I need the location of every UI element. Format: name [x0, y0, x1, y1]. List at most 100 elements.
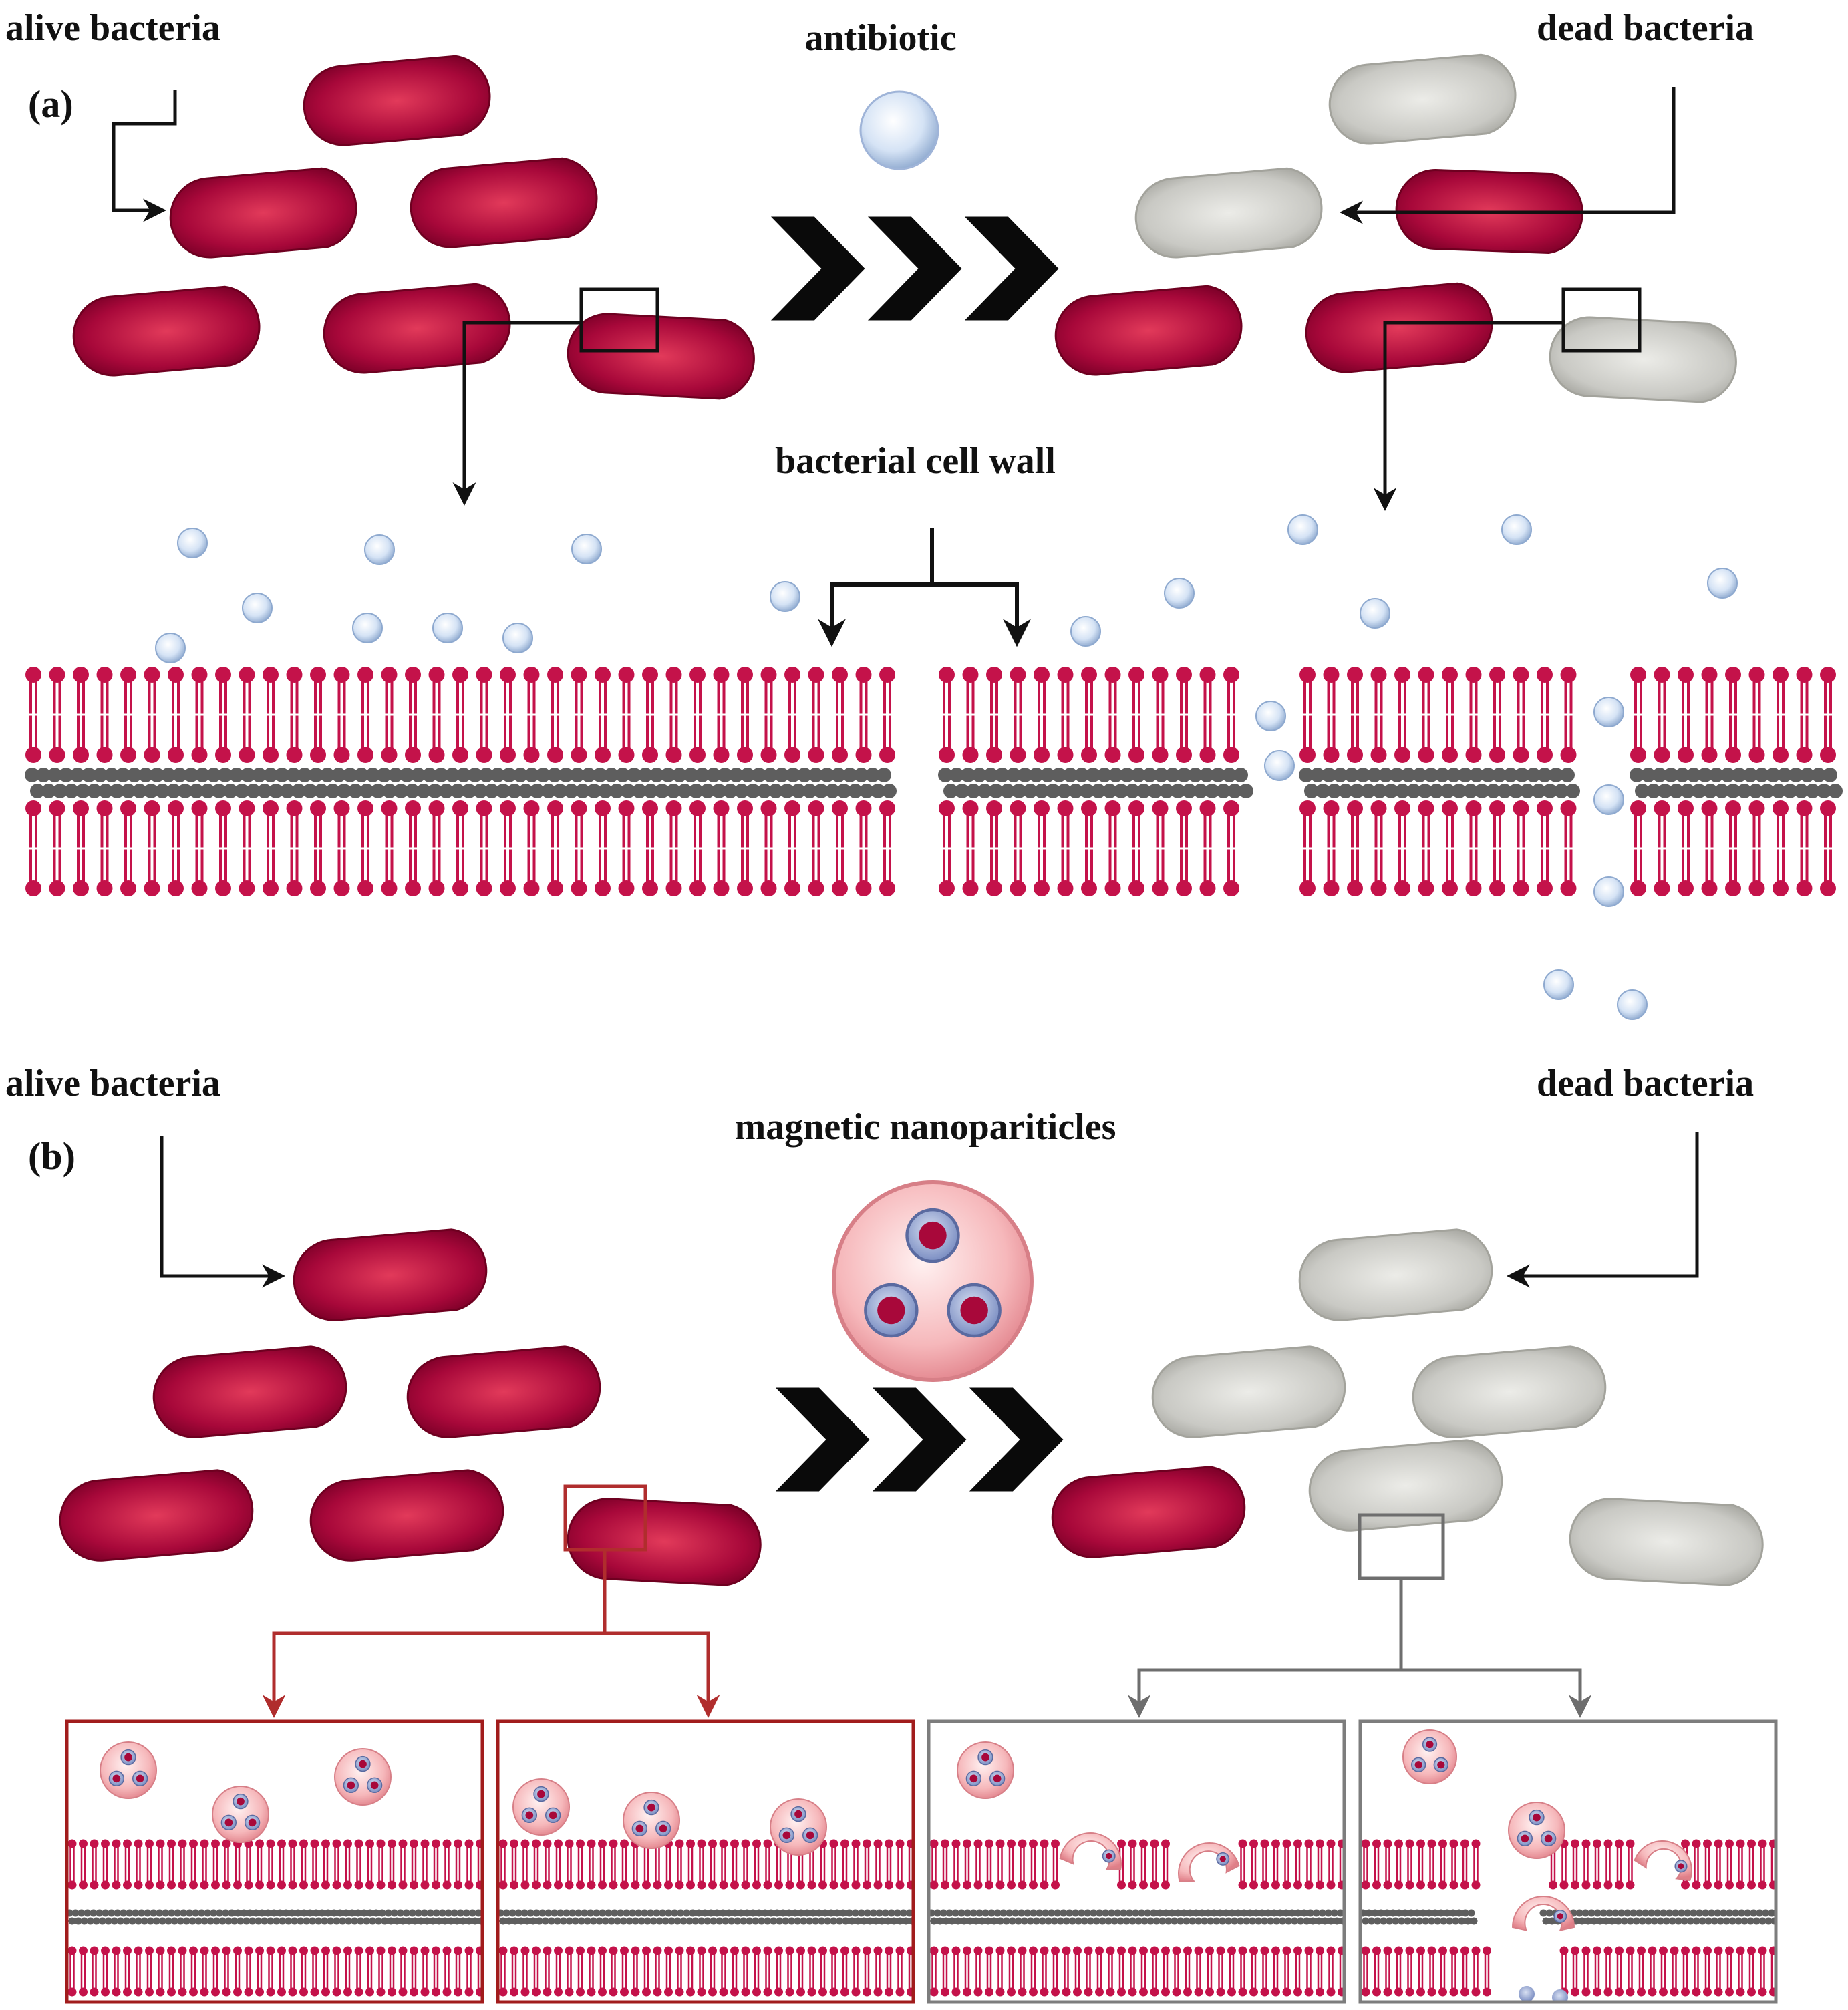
dead-bacteria-cluster: [1054, 53, 1737, 403]
alive-bacterium-2: [169, 167, 357, 259]
detail-membrane: [498, 1839, 913, 1997]
dead-bacterium-b-5: [1308, 1439, 1503, 1532]
antibiotic-particle-1: [177, 528, 208, 558]
dead-bacterium-b-6: [1569, 1498, 1764, 1586]
zoom-arrow-dead: [1373, 321, 1563, 511]
nanoparticle-b4-1: [1402, 1729, 1457, 1784]
alive-bacterium-b-6: [567, 1498, 762, 1586]
antibiotic-particle-13: [1501, 514, 1532, 545]
detail-box-dead-1: [929, 1741, 1344, 1997]
antibiotic-particle-14: [1360, 598, 1390, 629]
nanoparticle-b1-2: [212, 1786, 269, 1843]
detail-frame-3: [927, 1719, 1346, 2004]
alive-bacterium-b-5: [309, 1469, 504, 1562]
zoom-box-alive: [579, 287, 659, 353]
nanoparticle-b2-1: [512, 1778, 570, 1836]
nanoparticle-b1-1: [100, 1741, 157, 1799]
membrane-segment: [938, 667, 1253, 896]
alive-bacterium-a-4: [1054, 285, 1243, 376]
antibiotic-particle-7: [502, 623, 533, 653]
detail-box-alive-1: [67, 1741, 482, 1997]
zoom-arrow-dead-b-right: [1401, 1668, 1592, 1718]
released-core-1: [1519, 1986, 1535, 2002]
antibiotic-particle-8: [155, 633, 186, 663]
panel-a-agent-label: antibiotic: [804, 17, 956, 59]
antibiotic-particle-15: [1707, 568, 1738, 599]
antibiotic-particle-5: [352, 613, 383, 643]
magnetic-nanoparticle-icon: [832, 1180, 1034, 1382]
alive-bacterium-6: [567, 313, 755, 400]
alive-bacterium-b-1: [293, 1228, 488, 1321]
panel-b-agent-label: magnetic nanopariticles: [735, 1106, 1116, 1148]
chevron-a-2: [860, 213, 967, 324]
chevron-arrows-icon-b: [768, 1384, 1068, 1495]
chevron-b-1: [768, 1384, 875, 1495]
alive-bacteria-cluster-b: [59, 1228, 762, 1586]
broken-nanoparticle-b3-2: [1178, 1842, 1240, 1882]
antibiotic-particle-6: [432, 613, 463, 643]
alive-bacterium-3: [410, 157, 598, 248]
panel-a-tag: (a): [28, 82, 73, 126]
dead-bacteria-cluster-b: [1051, 1228, 1764, 1586]
detail-membrane: [67, 1839, 482, 1997]
zoom-box-dead: [1561, 287, 1642, 353]
nanoparticle-b1-3: [334, 1748, 392, 1806]
antibiotic-particle-21: [1543, 969, 1574, 1000]
membrane-segment: [1299, 667, 1580, 896]
antibiotic-particle-9: [770, 581, 800, 612]
antibiotic-particle-18: [1593, 697, 1624, 727]
antibiotic-particle-12: [1287, 514, 1318, 545]
panel-a-dead-label: dead bacteria: [1537, 7, 1754, 49]
zoom-arrow-alive: [452, 321, 581, 506]
chevron-arrows-icon: [763, 213, 1064, 324]
panel-b-alive-label: alive bacteria: [5, 1063, 220, 1104]
alive-bacterium-4: [72, 285, 261, 377]
big-nanoparticle: [832, 1180, 1034, 1382]
cell-wall-arrow-right: [932, 582, 1031, 647]
antibiotic-particle-20: [1593, 876, 1624, 907]
alive-arrow-b: [160, 1136, 285, 1288]
alive-bacterium-5: [323, 283, 511, 374]
dead-bacterium-b-2: [1151, 1345, 1346, 1438]
chevron-b-2: [865, 1384, 971, 1495]
alive-bacteria-cluster: [72, 55, 755, 400]
panel-b: [59, 1132, 1778, 2004]
chevron-b-3: [961, 1384, 1068, 1495]
dead-bacterium-a-1: [1328, 53, 1517, 145]
dead-arrow: [1340, 87, 1676, 224]
antibiotic-particle-19: [1593, 784, 1624, 815]
dead-arrow-b: [1507, 1132, 1699, 1288]
antibiotic-particle-11: [1164, 578, 1195, 609]
nanoparticle-b4-2: [1508, 1802, 1565, 1859]
detail-frame-4: [1358, 1719, 1778, 2004]
alive-bacterium-b-4: [1051, 1466, 1246, 1558]
antibiotic-particle-16: [1255, 701, 1286, 731]
dead-bacterium-b-3: [1412, 1345, 1607, 1438]
panel-a-wall-label: bacterial cell wall: [775, 440, 1056, 482]
alive-arrow: [112, 90, 177, 222]
antibiotic-particles: [155, 514, 1738, 1020]
zoom-arrow-alive-b-left: [262, 1631, 605, 1718]
antibiotic-particle-17: [1264, 750, 1295, 781]
detail-box-dead-2: [1360, 1729, 1776, 2002]
panel-b-tag: (b): [28, 1134, 75, 1178]
membrane-segment: [25, 667, 897, 896]
broken-nanoparticle-b4-1: [1634, 1840, 1692, 1882]
detail-membrane: [1360, 1839, 1776, 1997]
dead-bacterium-b-1: [1298, 1228, 1493, 1321]
released-core-2: [1552, 1989, 1568, 2002]
nanoparticle-b2-3: [770, 1798, 827, 1856]
nanoparticle-b3-1: [957, 1741, 1014, 1799]
alive-bacterium-b-2: [152, 1345, 347, 1438]
chevron-a-1: [763, 213, 870, 324]
chevron-a-3: [957, 213, 1064, 324]
antibiotic-particle-3: [571, 534, 602, 564]
antibiotic-particle-icon: [859, 90, 939, 170]
alive-bacterium-1: [303, 55, 491, 146]
zoom-arrow-dead-b-left: [1127, 1668, 1401, 1718]
detail-frame-1: [65, 1719, 484, 2004]
cell-wall-arrow-left: [818, 528, 934, 647]
nanoparticle-b2-2: [623, 1792, 680, 1849]
